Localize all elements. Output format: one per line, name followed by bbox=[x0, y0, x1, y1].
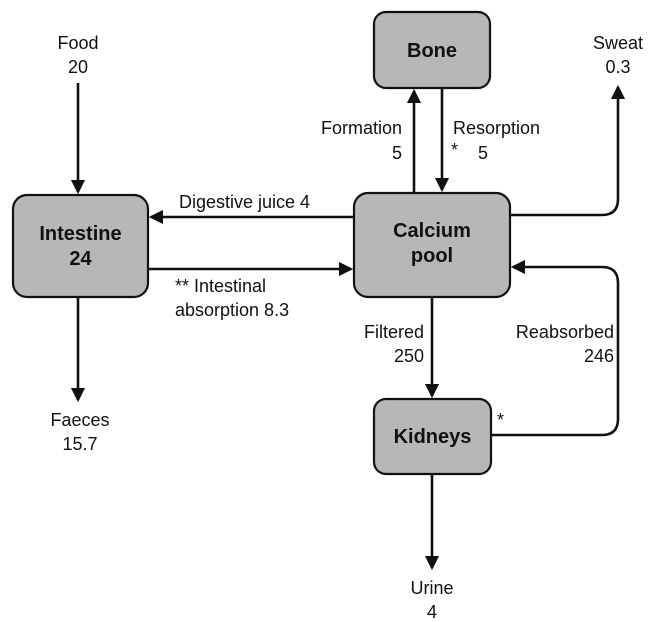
bone-node: Bone bbox=[372, 10, 492, 90]
reabsorbed-arrow bbox=[491, 259, 620, 437]
kidneys-label: Kidneys bbox=[394, 426, 472, 448]
filtered-value: 250 bbox=[394, 346, 424, 366]
sweat-label: Sweat bbox=[593, 33, 643, 53]
sweat-value: 0.3 bbox=[605, 57, 630, 77]
intestine-value: 24 bbox=[69, 248, 92, 270]
digestive-juice-label: Digestive juice 4 bbox=[179, 192, 310, 212]
intestinal-absorption-label-line1: ** Intestinal bbox=[175, 276, 266, 296]
kidney-reabsorption-marker: * bbox=[497, 410, 504, 430]
intestinal-absorption-label-line2: absorption 8.3 bbox=[175, 300, 289, 320]
calcium-pool-label-line1: Calcium bbox=[393, 220, 471, 242]
calcium-pool-node: Calcium pool bbox=[352, 191, 512, 299]
intestine-node: Intestine 24 bbox=[11, 193, 150, 299]
resorption-label: Resorption bbox=[453, 118, 540, 138]
filtered-label: Filtered bbox=[364, 322, 424, 342]
kidneys-node: Kidneys bbox=[372, 397, 493, 476]
faeces-label: Faeces bbox=[50, 410, 109, 430]
intestine-label: Intestine bbox=[39, 223, 121, 245]
faeces-value: 15.7 bbox=[62, 434, 97, 454]
resorption-marker: * bbox=[451, 140, 458, 160]
reabsorbed-label: Reabsorbed bbox=[516, 322, 614, 342]
sweat-arrow bbox=[510, 84, 626, 217]
bone-label: Bone bbox=[407, 40, 457, 62]
calcium-pool-label-line2: pool bbox=[411, 245, 453, 267]
resorption-value: 5 bbox=[478, 143, 488, 163]
reabsorbed-value: 246 bbox=[584, 346, 614, 366]
food-value: 20 bbox=[68, 57, 88, 77]
formation-value: 5 bbox=[392, 143, 402, 163]
urine-label: Urine bbox=[410, 578, 453, 598]
urine-value: 4 bbox=[427, 602, 437, 622]
formation-label: Formation bbox=[321, 118, 402, 138]
food-label: Food bbox=[57, 33, 98, 53]
